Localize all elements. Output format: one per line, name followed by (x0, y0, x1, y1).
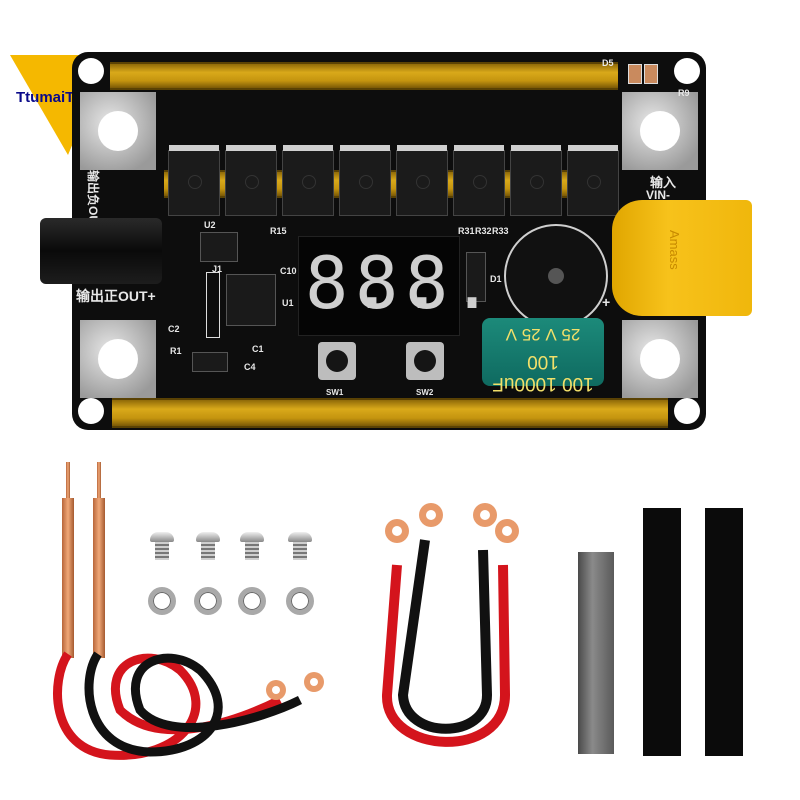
label-r31: R31 (458, 226, 475, 236)
pen-tip (66, 462, 70, 502)
screw (240, 532, 264, 560)
terminal-pad-out-pos (80, 320, 156, 398)
label-d1: D1 (490, 274, 502, 284)
connector-brand: Amass (667, 230, 682, 270)
label-u2: U2 (204, 220, 216, 230)
mosfet (453, 145, 505, 216)
heat-shrink-tube (705, 508, 743, 756)
mcu-chip-u1 (226, 274, 276, 326)
label-input: VIN- (646, 188, 670, 202)
label-r33: R33 (492, 226, 509, 236)
pad-hole (640, 111, 680, 151)
capacitor-capacitance: 100 1000uF 100 (492, 351, 594, 394)
xt60-connector[interactable]: Amass (612, 200, 752, 316)
diode-d1 (466, 252, 486, 302)
mosfet (510, 145, 562, 216)
terminal-pad-out-neg (80, 92, 156, 170)
terminal-pad-in-pos (622, 320, 698, 398)
pad-hole (640, 339, 680, 379)
label-sw1: SW1 (326, 388, 344, 397)
screw (150, 532, 174, 560)
seven-segment-display: 8. 8. 8. (298, 236, 494, 336)
label-j1: J1 (212, 264, 223, 274)
label-r32: R32 (475, 226, 492, 236)
label-r15: R15 (270, 226, 287, 236)
mount-hole (674, 398, 700, 424)
display-digit: 8. (405, 241, 496, 325)
buzzer (504, 224, 608, 328)
buzzer-hole (548, 268, 564, 284)
mosfet (168, 145, 220, 216)
label-c4: C4 (244, 362, 256, 372)
label-out-pos: 输出正OUT+ (76, 288, 156, 304)
nickel-strip (578, 552, 614, 754)
gold-bus-bar-bottom (112, 398, 668, 428)
dc-power-jack[interactable] (40, 218, 162, 284)
welding-pen-black (93, 498, 105, 658)
header-j1 (206, 272, 220, 338)
pad-hole (98, 339, 138, 379)
nut (238, 587, 266, 615)
mosfet (225, 145, 277, 216)
smd-component (644, 64, 658, 84)
mount-hole (78, 398, 104, 424)
label-c10: C10 (280, 266, 297, 276)
label-input-cn: 输入 (650, 175, 677, 190)
capacitor-rating: 25 V 25 V (505, 325, 581, 344)
mosfet (567, 145, 619, 216)
pad-hole (98, 111, 138, 151)
label-u1: U1 (282, 298, 294, 308)
nut (148, 587, 176, 615)
terminal-pad-in-neg (622, 92, 698, 170)
push-button-sw2[interactable] (406, 342, 444, 380)
battery-cables (381, 503, 519, 747)
display-digit: 8. (305, 241, 396, 325)
nut (286, 587, 314, 615)
mosfet (339, 145, 391, 216)
label-c2: C2 (168, 324, 180, 334)
label-plus: + (602, 294, 611, 310)
label-sw2: SW2 (416, 388, 434, 397)
gold-bus-bar-top (110, 62, 618, 90)
button-cap (414, 350, 436, 372)
push-button-sw1[interactable] (318, 342, 356, 380)
spot-welder-pcb: 输出负OUT- 输出正OUT+ 输入 VIN- D5 R9 U2 R15 C10… (72, 52, 706, 430)
nut (194, 587, 222, 615)
button-cap (326, 350, 348, 372)
welding-pen-red (62, 498, 74, 658)
label-d5: D5 (602, 58, 614, 68)
electrolytic-capacitor: 25 V 25 V 100 1000uF 100 (482, 318, 604, 394)
mount-hole (674, 58, 700, 84)
heat-shrink-tube (643, 508, 681, 756)
screw (196, 532, 220, 560)
label-r1: R1 (170, 346, 182, 356)
pen-tip (97, 462, 101, 502)
display-digit: 8. (355, 241, 446, 325)
pen-cables (53, 651, 324, 760)
mosfet (282, 145, 334, 216)
label-r9: R9 (678, 88, 690, 98)
mount-hole (78, 58, 104, 84)
mosfet (396, 145, 448, 216)
transistor (192, 352, 228, 372)
screw (288, 532, 312, 560)
regulator-chip-u2 (200, 232, 238, 262)
smd-component (628, 64, 642, 84)
label-c1: C1 (252, 344, 264, 354)
